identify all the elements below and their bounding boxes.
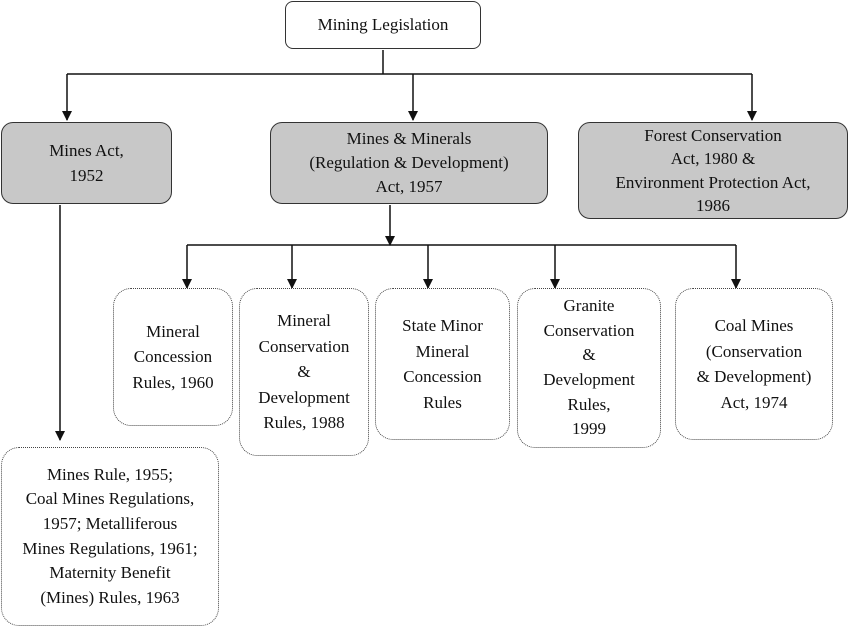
- node-text-line: Mineral: [415, 341, 470, 361]
- node-text-line: Forest Conservation: [644, 126, 782, 146]
- node-text-line: Conservation: [258, 336, 350, 356]
- node-text-line: Mineral: [146, 321, 200, 341]
- node-text-line: Rules, 1960: [132, 372, 214, 392]
- node-text-line: 1957; Metalliferous: [42, 513, 178, 533]
- node-text-line: & Development): [696, 367, 812, 386]
- node-text-line: State Minor: [402, 316, 483, 335]
- node-text-line: Act, 1957: [375, 177, 443, 197]
- node-text-line: 1986: [696, 195, 730, 215]
- node-text-line: Mines Regulations, 1961;: [22, 538, 198, 558]
- node-text-line: &: [297, 362, 311, 382]
- node-text-line: Coal Mines Regulations,: [25, 489, 195, 509]
- act-node-mmrd-act: Mines & Minerals (Regulation & Developmen…: [270, 122, 548, 204]
- node-text-line: Mines & Minerals: [346, 128, 472, 148]
- node-text-line: Environment Protection Act,: [615, 172, 811, 192]
- node-text-line: (Conservation: [705, 341, 803, 361]
- node-text-line: Rules, 1988: [263, 413, 345, 433]
- act-node-text: Mines Act, 1952: [49, 138, 124, 189]
- node-text-line: 1999: [572, 419, 606, 439]
- node-text-line: Mining Legislation: [317, 15, 449, 35]
- node-text-line: Granite: [563, 296, 615, 316]
- node-text-line: Maternity Benefit: [49, 563, 171, 583]
- node-text-line: Coal Mines: [714, 316, 794, 335]
- node-text-line: Concession: [133, 347, 213, 367]
- act-node-text: Mines & Minerals (Regulation & Developmen…: [309, 127, 508, 199]
- node-text-line: (Regulation & Development): [309, 152, 509, 172]
- node-text-line: Development: [543, 370, 635, 389]
- rule-node-coal-mines-act: Coal Mines (Conservation & Development) Act…: [675, 288, 833, 440]
- node-text-line: Act, 1974: [720, 392, 788, 412]
- node-text-line: Act, 1980 &: [670, 149, 756, 169]
- node-text-line: Development: [258, 387, 350, 407]
- act-node-mines-act: Mines Act, 1952: [1, 122, 172, 204]
- node-text-line: Mines Act,: [49, 140, 124, 160]
- rule-node-mines-rules-regulations: Mines Rule, 1955; Coal Mines Regulations,…: [1, 447, 219, 626]
- root-node-mining-legislation: Mining Legislation: [285, 1, 481, 49]
- node-text-line: 1952: [69, 166, 104, 185]
- node-text-line: (Mines) Rules, 1963: [40, 587, 180, 607]
- node-text-line: Rules,: [567, 394, 611, 414]
- rule-node-text: Coal Mines (Conservation & Development) Act…: [697, 313, 812, 415]
- node-text-line: Rules: [423, 392, 462, 412]
- root-node-text: Mining Legislation: [318, 12, 449, 38]
- node-text-line: Concession: [403, 367, 482, 386]
- rule-node-text: Mines Rule, 1955; Coal Mines Regulations,…: [22, 463, 197, 611]
- node-text-line: Mineral: [277, 311, 331, 331]
- node-text-line: &: [582, 345, 596, 365]
- node-text-line: Mines Rule, 1955;: [46, 464, 174, 484]
- node-text-line: Conservation: [543, 320, 635, 340]
